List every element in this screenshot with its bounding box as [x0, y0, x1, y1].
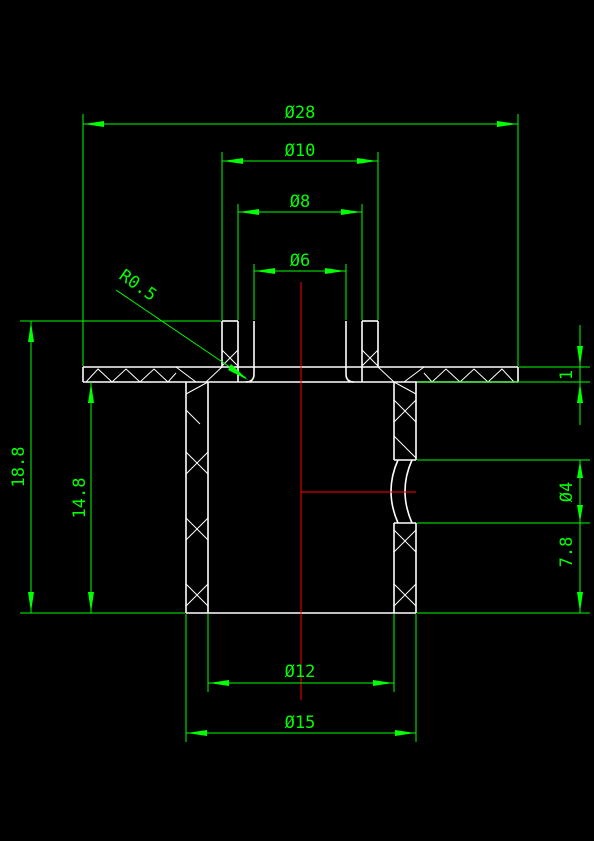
- hatch-flange-left: [85, 368, 177, 383]
- hatch-corner-left-a: [175, 366, 197, 383]
- fillet-left: [245, 373, 255, 383]
- arrow-d10-right: [357, 158, 377, 164]
- leader-r05: [115, 289, 247, 379]
- arrow-d28-right: [497, 121, 517, 127]
- hatch-corner-right-b: [393, 381, 417, 395]
- hatch-flange-right: [423, 368, 515, 383]
- hatch-collar-right-c: [377, 366, 395, 383]
- arrow-d15-right: [395, 730, 415, 736]
- hatch-collar-right-b: [361, 349, 379, 367]
- label-d10: Ø10: [285, 141, 316, 161]
- arrow-d8-right: [341, 209, 361, 215]
- arrow-d10-left: [223, 158, 243, 164]
- hatch-wall-right-1b: [393, 399, 417, 423]
- arrow-h78-bottom: [577, 592, 583, 612]
- label-d28: Ø28: [285, 103, 316, 123]
- arrow-r05: [228, 364, 248, 380]
- hatch-wall-right-3b: [393, 529, 417, 553]
- hatch-wall-right-4b: [393, 583, 417, 607]
- arrow-d4-top: [577, 461, 583, 478]
- hatch-corner-left-b: [185, 381, 209, 395]
- dimension-lines: [20, 114, 590, 742]
- arrow-h148-bottom: [88, 592, 94, 612]
- arrow-d6-left: [255, 268, 275, 274]
- section-hatching: [85, 349, 515, 607]
- arrow-h188-bottom: [28, 592, 34, 612]
- hole-arc-left: [390, 459, 399, 524]
- arrow-h1-bottom: [577, 383, 583, 403]
- hatch-wall-right-2a: [393, 435, 417, 459]
- center-lines: [300, 282, 416, 700]
- label-d4: Ø4: [557, 482, 577, 502]
- hatch-wall-left-1b: [185, 451, 209, 475]
- label-h148: 14.8: [70, 478, 90, 519]
- arrow-h1-top: [577, 346, 583, 366]
- dimension-labels: Ø28 Ø10 Ø8 Ø6 R0.5 1 18.8 14.8 Ø4 7.8 Ø1…: [9, 103, 577, 733]
- fillet-right: [345, 373, 355, 383]
- label-d6: Ø6: [290, 251, 310, 271]
- label-h78: 7.8: [557, 537, 577, 568]
- label-h1: 1: [557, 370, 577, 380]
- arrow-h148-top: [88, 383, 94, 403]
- label-d15: Ø15: [285, 713, 316, 733]
- arrow-d8-left: [239, 209, 259, 215]
- arrow-d12-right: [373, 680, 393, 686]
- arrow-h188-top: [28, 322, 34, 342]
- label-h188: 18.8: [9, 447, 29, 488]
- hatch-wall-left-3b: [185, 583, 209, 607]
- hole-arc-right: [404, 459, 413, 524]
- hatch-collar-left-c: [205, 366, 223, 383]
- arrow-d12-left: [209, 680, 229, 686]
- hatch-corner-right-a: [403, 366, 425, 383]
- label-d8: Ø8: [290, 192, 310, 212]
- arrow-d15-left: [187, 730, 207, 736]
- arrow-d28-left: [84, 121, 104, 127]
- hatch-wall-left-0a: [185, 409, 201, 425]
- label-d12: Ø12: [285, 662, 316, 682]
- hatch-wall-left-2b: [185, 517, 209, 541]
- arrow-d6-right: [325, 268, 345, 274]
